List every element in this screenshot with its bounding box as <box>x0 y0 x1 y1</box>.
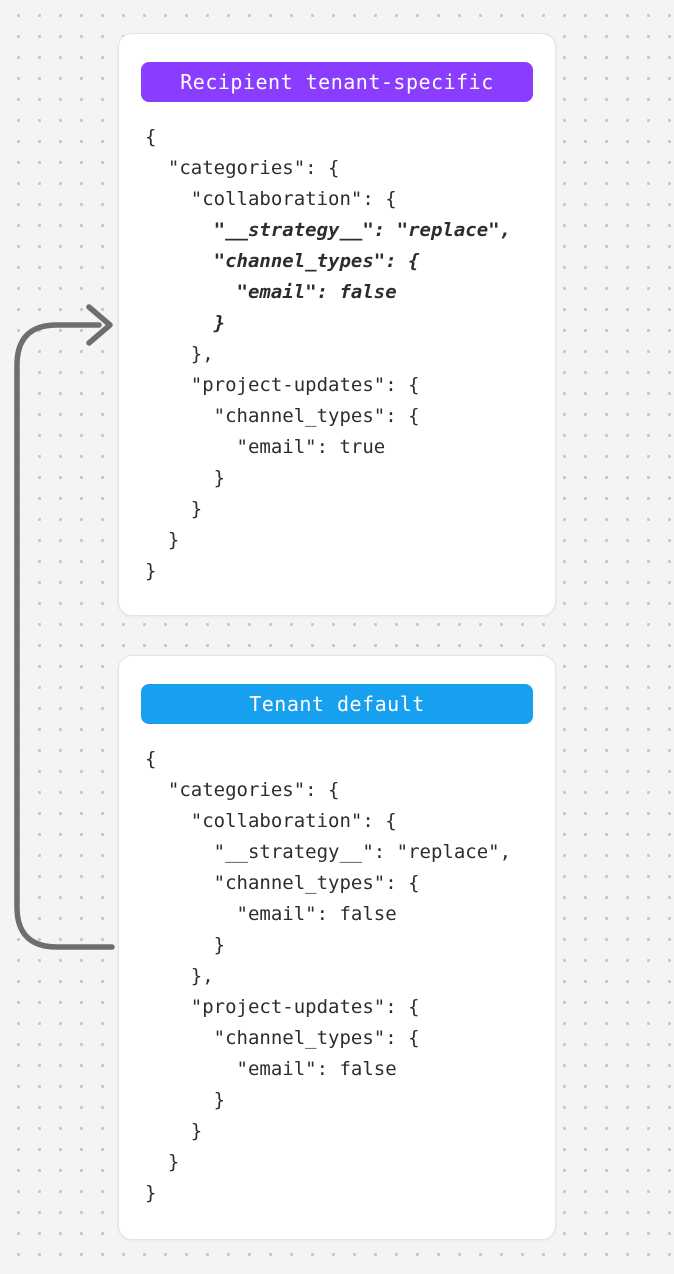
code-line: "email": false <box>145 903 397 925</box>
code-line: "channel_types": { <box>145 872 420 894</box>
code-line: }, <box>145 343 214 365</box>
code-line: } <box>145 1120 203 1142</box>
code-line: "categories": { <box>145 157 340 179</box>
code-line: "project-updates": { <box>145 996 420 1018</box>
code-line: "__strategy__": "replace", <box>145 219 512 241</box>
arrow-stroke-group <box>14 304 115 950</box>
code-line: "email": false <box>145 1058 397 1080</box>
code-line: "collaboration": { <box>145 810 397 832</box>
code-line: "categories": { <box>145 779 340 801</box>
arrow-line <box>14 322 115 950</box>
code-line: } <box>145 529 180 551</box>
code-line: }, <box>145 965 214 987</box>
code-line: } <box>145 1151 180 1173</box>
code-line: "project-updates": { <box>145 374 420 396</box>
badge-tenant-default: Tenant default <box>141 684 533 724</box>
code-line: "collaboration": { <box>145 188 397 210</box>
card-recipient-tenant-specific: Recipient tenant-specific { "categories"… <box>118 33 556 616</box>
code-line: } <box>145 560 157 582</box>
code-line: "email": false <box>145 281 397 303</box>
code-line: "email": true <box>145 436 386 458</box>
code-line: } <box>145 312 226 334</box>
code-line: } <box>145 934 226 956</box>
code-line: } <box>145 498 203 520</box>
code-line: { <box>145 126 157 148</box>
arrow-head <box>86 304 113 346</box>
code-line: "channel_types": { <box>145 405 420 427</box>
code-line: { <box>145 748 157 770</box>
card-tenant-default: Tenant default { "categories": { "collab… <box>118 655 556 1240</box>
code-line: } <box>145 1089 226 1111</box>
code-line: "channel_types": { <box>145 250 420 272</box>
code-line: "__strategy__": "replace", <box>145 841 512 863</box>
code-line: } <box>145 1182 157 1204</box>
code-line: "channel_types": { <box>145 1027 420 1049</box>
code-block-tenant-default: { "categories": { "collaboration": { "__… <box>145 744 545 1209</box>
code-block-recipient-tenant-specific: { "categories": { "collaboration": { "__… <box>145 122 545 587</box>
badge-recipient-tenant-specific: Recipient tenant-specific <box>141 62 533 102</box>
code-line: } <box>145 467 226 489</box>
